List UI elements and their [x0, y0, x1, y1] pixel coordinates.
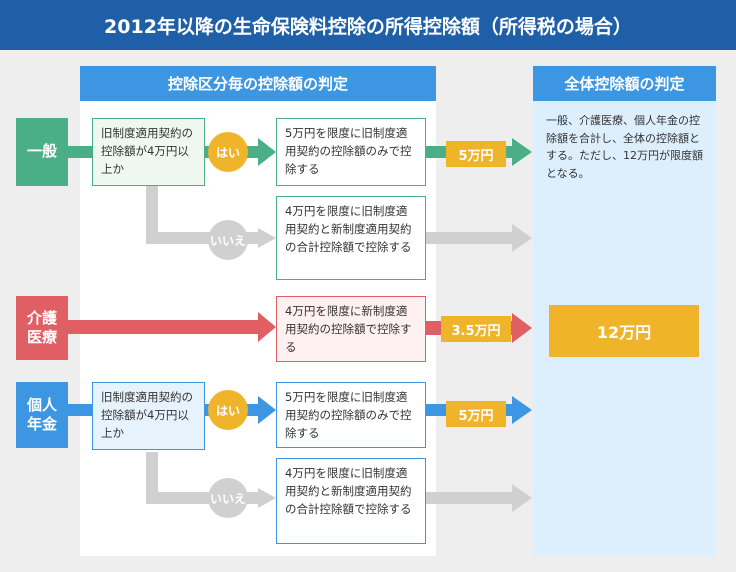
general-arrow-in: [68, 146, 92, 158]
right-header: 全体控除額の判定: [533, 66, 716, 101]
care-arrow-in: [68, 312, 276, 342]
general-no-arrowhead: [258, 228, 276, 248]
pension-arrow-in: [68, 404, 92, 416]
general-condition-box: 旧制度適用契約の控除額が4万円以上か: [92, 118, 205, 186]
general-amount: 5万円: [446, 141, 506, 167]
general-yes-badge: はい: [208, 132, 248, 172]
pension-no-result-box: 4万円を限度に旧制度適用契約と新制度適用契約の合計控除額で控除する: [276, 458, 426, 544]
left-header: 控除区分毎の控除額の判定: [80, 66, 436, 101]
pension-no-badge: いいえ: [208, 478, 248, 518]
category-care-line1: 介護: [26, 308, 57, 327]
general-no-badge: いいえ: [208, 220, 248, 260]
category-pension-line2: 年金: [26, 415, 57, 433]
category-care-line2: 医療: [26, 328, 57, 346]
category-care: 介護 医療: [16, 296, 68, 360]
care-amount: 3.5万円: [441, 316, 511, 342]
total-amount: 12万円: [549, 305, 699, 357]
care-result-box: 4万円を限度に新制度適用契約の控除額で控除する: [276, 296, 426, 362]
general-no-result-arrow: [425, 224, 532, 252]
pension-amount: 5万円: [446, 401, 506, 427]
category-pension-line1: 個人: [26, 395, 57, 414]
page-title: 2012年以降の生命保険料控除の所得控除額（所得税の場合）: [0, 0, 736, 50]
category-general: 一般: [16, 118, 68, 186]
pension-no-result-arrow: [425, 484, 532, 512]
total-note: 一般、介護医療、個人年金の控除額を合計し、全体の控除額とする。ただし、12万円が…: [546, 114, 703, 180]
category-pension: 個人 年金: [16, 382, 68, 448]
pension-yes-badge: はい: [208, 390, 248, 430]
general-yes-result-box: 5万円を限度に旧制度適用契約の控除額のみで控除する: [276, 118, 426, 186]
general-no-result-box: 4万円を限度に旧制度適用契約と新制度適用契約の合計控除額で控除する: [276, 196, 426, 280]
pension-yes-result-box: 5万円を限度に旧制度適用契約の控除額のみで控除する: [276, 382, 426, 448]
pension-condition-box: 旧制度適用契約の控除額が4万円以上か: [92, 382, 205, 450]
pension-no-arrowhead: [258, 488, 276, 508]
